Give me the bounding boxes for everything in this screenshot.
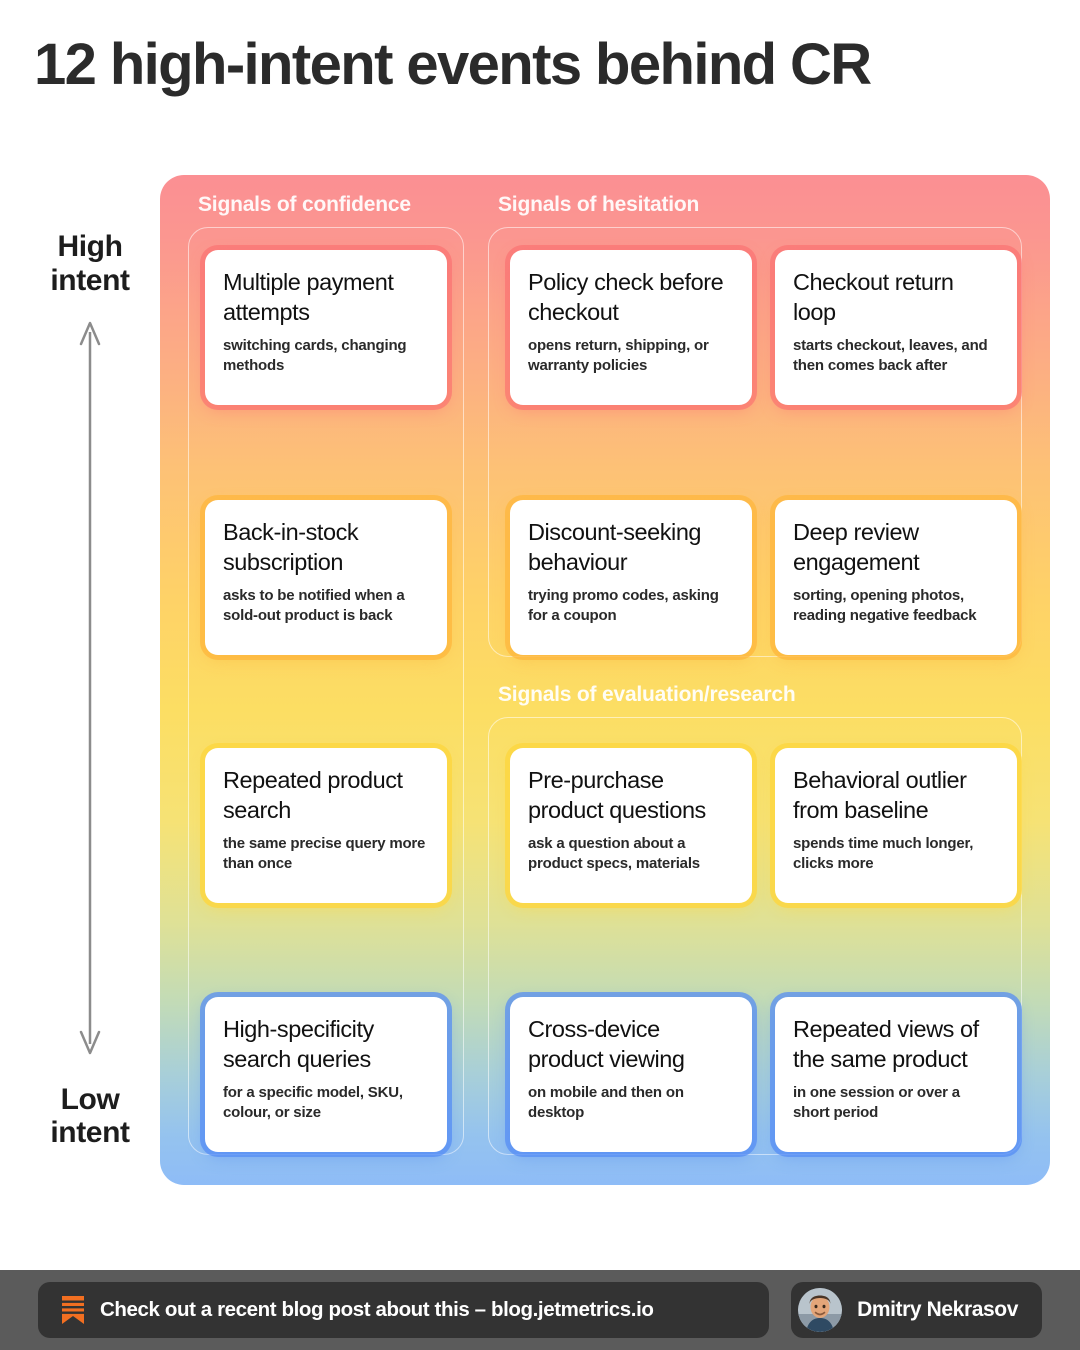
card-repeated-product-search[interactable]: Repeated product search the same precise… (205, 748, 447, 903)
card-subtitle: trying promo codes, asking for a coupon (528, 587, 719, 625)
card-subtitle: in one session or over a short period (793, 1084, 960, 1122)
intent-gradient-panel: Signals of confidence Signals of hesitat… (160, 175, 1050, 1185)
card-policy-check-before-checkout[interactable]: Policy check before checkout opens retur… (510, 250, 752, 405)
footer-bar: Check out a recent blog post about this … (0, 1270, 1080, 1350)
card-behavioral-outlier-from-baseline[interactable]: Behavioral outlier from baseline spends … (775, 748, 1017, 903)
card-title: Checkout return loop (793, 269, 954, 326)
group-title-hesitation: Signals of hesitation (498, 193, 700, 216)
card-title: High-specificity search queries (223, 1016, 374, 1073)
axis-label-high-line1: High (57, 230, 123, 263)
page-title: 12 high-intent events behind CR (34, 32, 872, 97)
card-subtitle: for a specific model, SKU, colour, or si… (223, 1084, 403, 1122)
card-pre-purchase-product-questions[interactable]: Pre-purchase product questions ask a que… (510, 748, 752, 903)
card-title: Multiple payment attempts (223, 269, 394, 326)
card-subtitle: asks to be notified when a sold-out prod… (223, 587, 405, 625)
card-title: Back-in-stock subscription (223, 519, 359, 576)
card-subtitle: opens return, shipping, or warranty poli… (528, 337, 709, 375)
axis-label-high-line2: intent (50, 263, 130, 297)
card-title: Repeated product search (223, 767, 403, 824)
avatar (798, 1288, 843, 1332)
card-deep-review-engagement[interactable]: Deep review engagement sorting, opening … (775, 500, 1017, 655)
card-checkout-return-loop[interactable]: Checkout return loop starts checkout, le… (775, 250, 1017, 405)
blog-link-label: Check out a recent blog post about this … (100, 1298, 654, 1321)
author-name: Dmitry Nekrasov (857, 1298, 1018, 1321)
card-cross-device-product-viewing[interactable]: Cross-device product viewing on mobile a… (510, 997, 752, 1152)
author-badge[interactable]: Dmitry Nekrasov (791, 1282, 1042, 1338)
card-back-in-stock-subscription[interactable]: Back-in-stock subscription asks to be no… (205, 500, 447, 655)
card-subtitle: the same precise query more than once (223, 835, 426, 873)
axis-label-high: High intent (20, 230, 160, 297)
card-title: Pre-purchase product questions (528, 767, 706, 824)
card-high-specificity-search-queries[interactable]: High-specificity search queries for a sp… (205, 997, 447, 1152)
group-box-evaluation (488, 717, 1022, 1155)
axis-label-low: Low intent (20, 1083, 160, 1150)
card-title: Discount-seeking behaviour (528, 519, 702, 576)
intent-axis: High intent Low intent (20, 230, 160, 1150)
group-box-confidence (188, 227, 464, 1155)
card-subtitle: on mobile and then on desktop (528, 1084, 684, 1122)
card-repeated-views-of-the-same-product[interactable]: Repeated views of the same product in on… (775, 997, 1017, 1152)
card-subtitle: ask a question about a product specs, ma… (528, 835, 700, 873)
blog-link-button[interactable]: Check out a recent blog post about this … (38, 1282, 770, 1338)
bookmark-icon (60, 1295, 86, 1325)
card-title: Policy check before checkout (528, 269, 724, 326)
card-title: Deep review engagement (793, 519, 920, 576)
card-subtitle: sorting, opening photos, reading negativ… (793, 587, 977, 625)
card-subtitle: switching cards, changing methods (223, 337, 407, 375)
card-subtitle: spends time much longer, clicks more (793, 835, 974, 873)
group-box-hesitation (488, 227, 1022, 657)
card-title: Cross-device product viewing (528, 1016, 685, 1073)
card-title: Repeated views of the same product (793, 1016, 979, 1073)
card-multiple-payment-attempts[interactable]: Multiple payment attempts switching card… (205, 250, 447, 405)
group-title-evaluation: Signals of evaluation/research (498, 683, 796, 706)
card-subtitle: starts checkout, leaves, and then comes … (793, 337, 988, 375)
axis-label-low-line1: Low (60, 1082, 120, 1116)
double-headed-vertical-arrow-icon (78, 318, 102, 1058)
card-title: Behavioral outlier from baseline (793, 767, 967, 824)
card-discount-seeking-behaviour[interactable]: Discount-seeking behaviour trying promo … (510, 500, 752, 655)
axis-label-low-line2: intent (50, 1116, 130, 1150)
group-title-confidence: Signals of confidence (198, 193, 411, 216)
